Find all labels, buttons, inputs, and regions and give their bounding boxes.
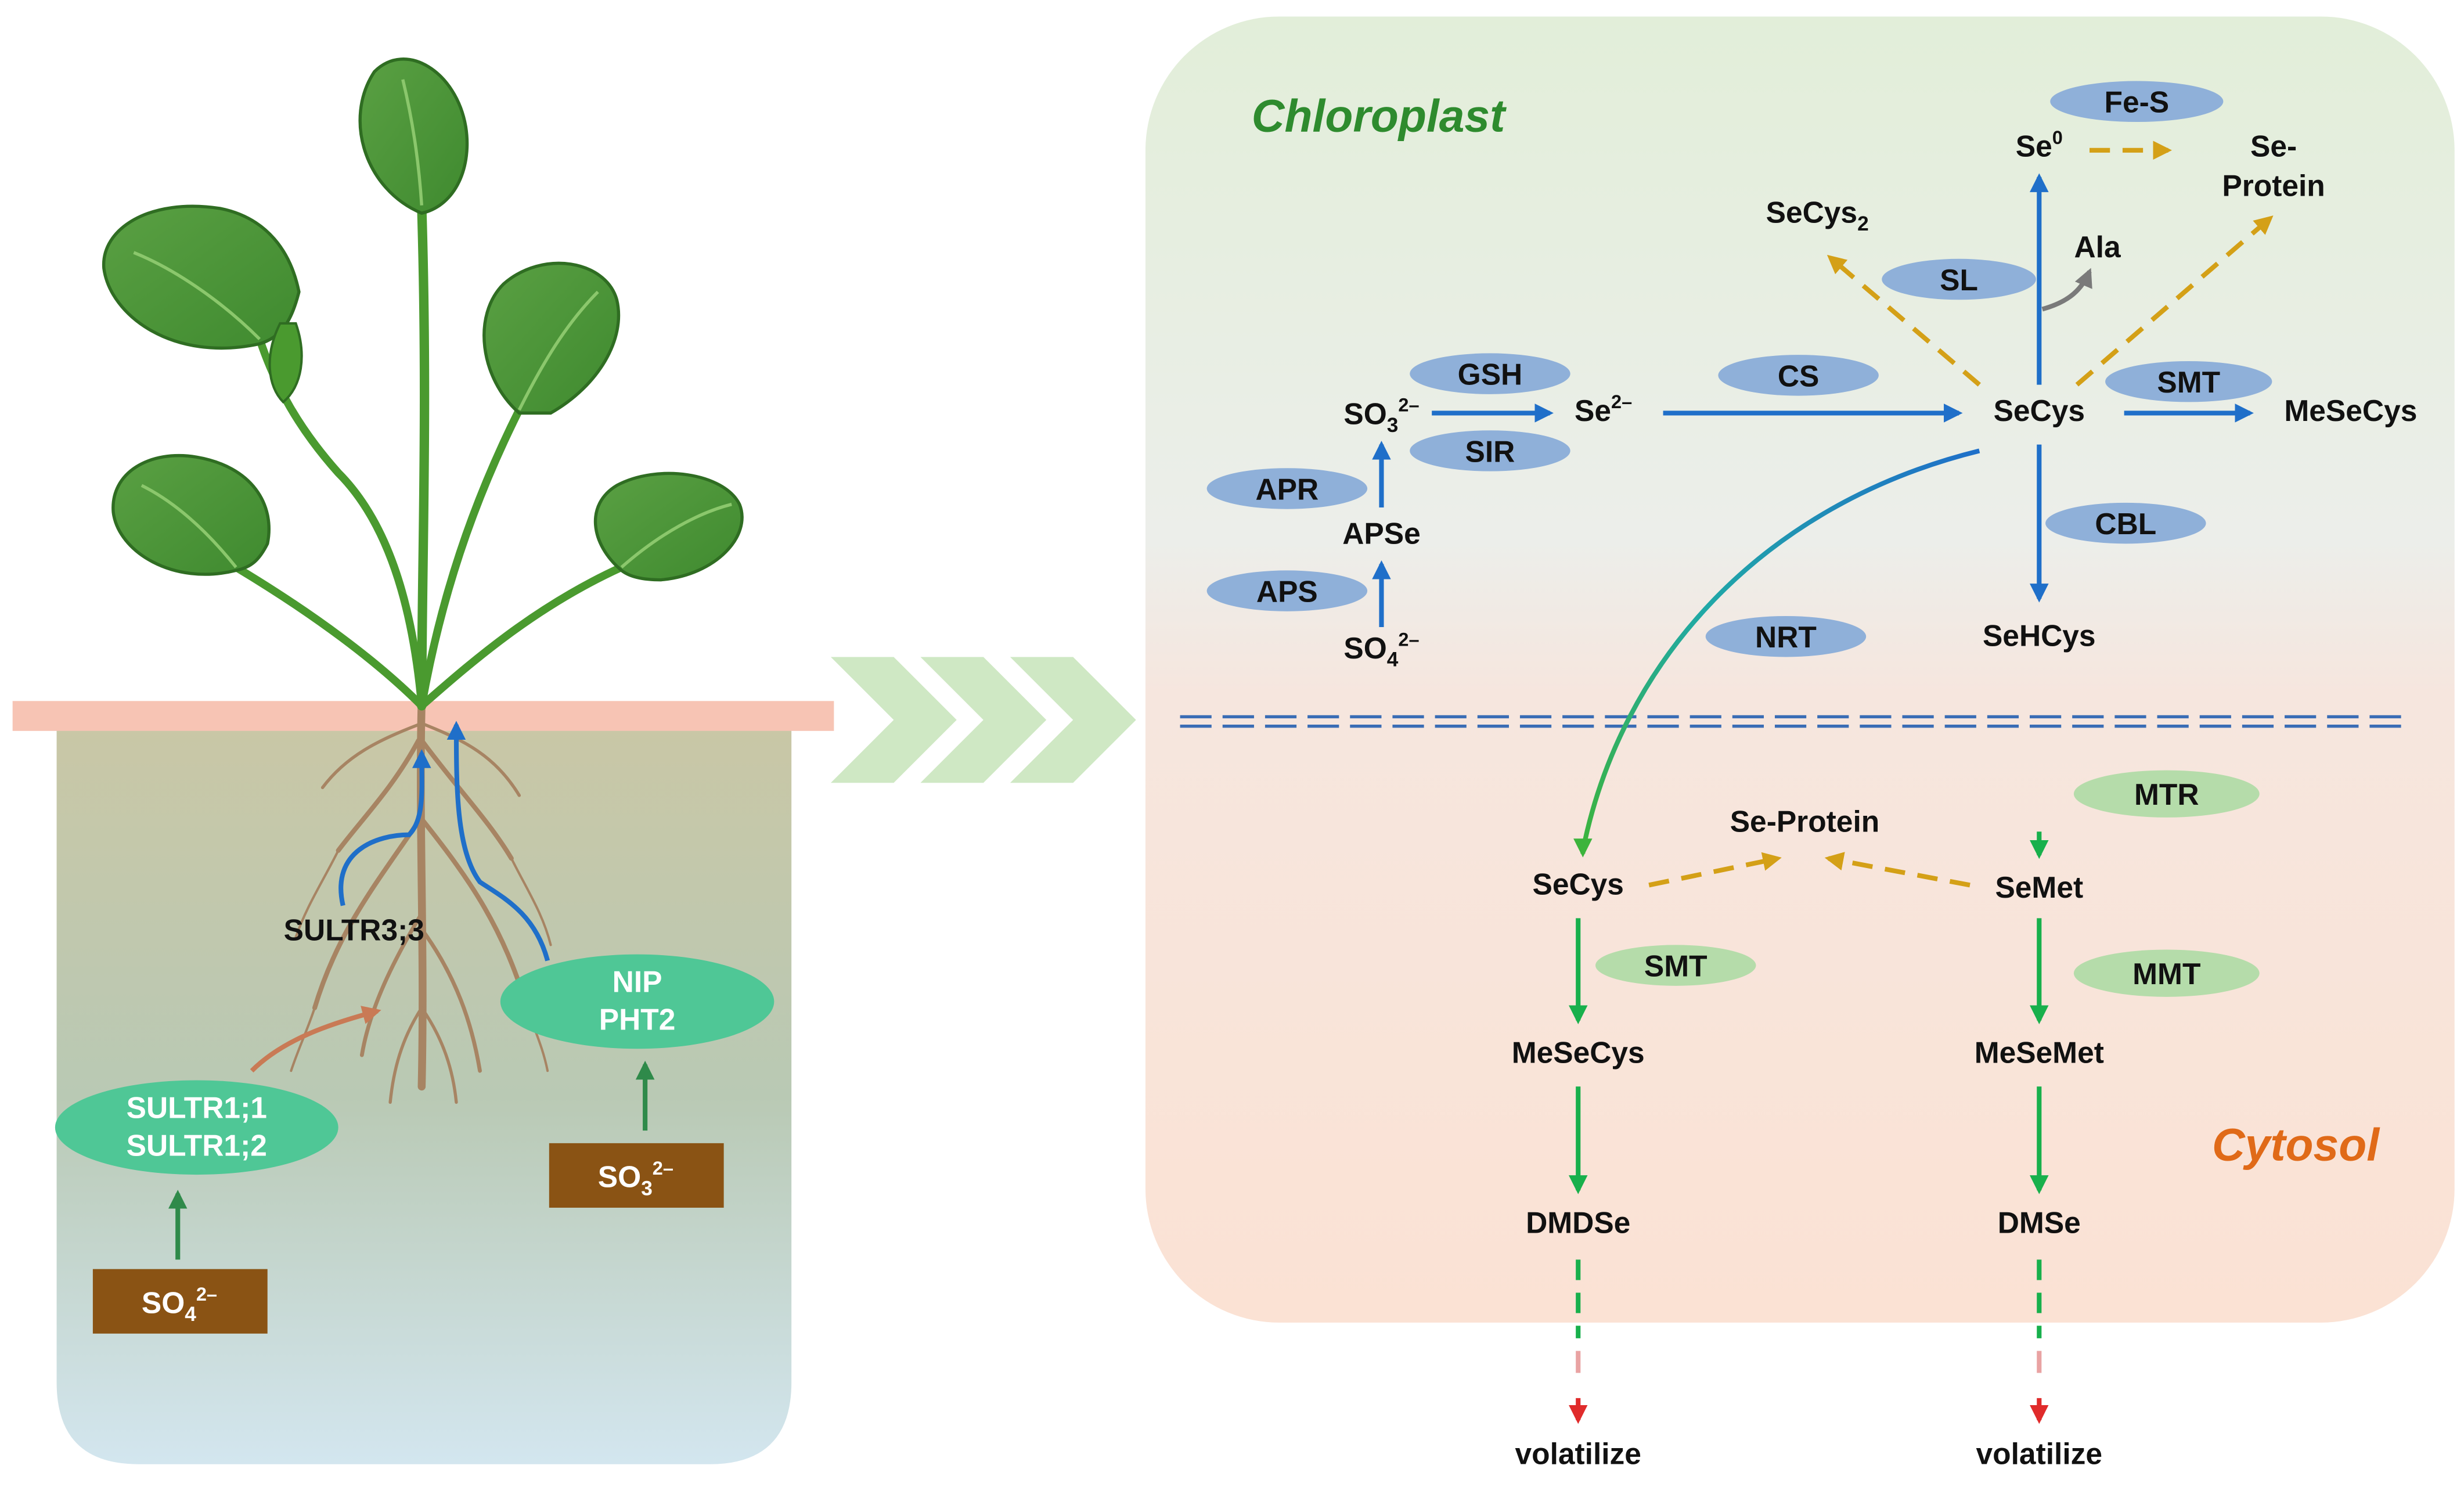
- soil-so3-box: SO32–: [549, 1143, 724, 1208]
- sultr1-label-1: SULTR1;1: [127, 1091, 267, 1125]
- enzyme-mtr: MTR: [2073, 770, 2260, 818]
- se0-label: Se0: [2016, 127, 2063, 163]
- membrane-line: [1180, 715, 2408, 728]
- enzyme-apr: APR: [1206, 468, 1368, 509]
- enzyme-smt-cytosol: SMT: [1595, 945, 1756, 986]
- apse-label: APSe: [1342, 516, 1421, 550]
- svg-text:SMT: SMT: [2157, 365, 2220, 399]
- volatilize-right-label: volatilize: [1976, 1437, 2102, 1471]
- svg-text:GSH: GSH: [1458, 358, 1523, 391]
- so3-label: SO32–: [1343, 395, 1419, 437]
- sultr33-label: SULTR3;3: [284, 913, 424, 946]
- pht2-label: PHT2: [599, 1003, 676, 1036]
- enzyme-nrt: NRT: [1705, 615, 1867, 657]
- secys-chloroplast-label: SeCys: [1994, 394, 2085, 427]
- svg-text:Fe-S: Fe-S: [2105, 85, 2170, 119]
- soil-so4-box: SO42–: [92, 1269, 268, 1334]
- mesecys-cytosol-label: MeSeCys: [1512, 1036, 1645, 1070]
- sehcys-label: SeHCys: [1983, 618, 2096, 652]
- semet-label: SeMet: [1995, 870, 2083, 904]
- nip-label: NIP: [613, 965, 662, 999]
- se-protein-label-1: Se-: [2250, 129, 2297, 163]
- svg-text:CBL: CBL: [2095, 507, 2156, 541]
- svg-text:SO42–: SO42–: [142, 1284, 217, 1326]
- sultr1-transporter: SULTR1;1 SULTR1;2: [55, 1080, 338, 1175]
- sultr1-label-2: SULTR1;2: [127, 1129, 267, 1162]
- so4-label: SO42–: [1343, 629, 1419, 671]
- metabolite-labels: Se0 Se- Protein SeCys2 Ala SO32– Se2– Se…: [1342, 127, 2417, 1471]
- enzyme-sl: SL: [1882, 258, 2036, 300]
- nip-pht2-transporter: NIP PHT2: [500, 954, 774, 1049]
- chloroplast-label: Chloroplast: [1252, 90, 1507, 141]
- dmdse-label: DMDSe: [1526, 1205, 1630, 1239]
- svg-text:MMT: MMT: [2132, 957, 2200, 991]
- secys-cytosol-label: SeCys: [1533, 867, 1624, 901]
- cell-panel: [1145, 16, 2455, 1323]
- mesemet-label: MeSeMet: [1975, 1036, 2104, 1070]
- enzyme-cs: CS: [1718, 355, 1879, 396]
- root-transport-arrows: [168, 721, 655, 1260]
- mesecys-chloroplast-label: MeSeCys: [2284, 394, 2417, 427]
- enzyme-smt-chloroplast: SMT: [2105, 361, 2272, 402]
- chevron-right-icon: [830, 657, 1136, 783]
- dashed-pathway-arrows: [1576, 141, 2274, 1338]
- dmse-label: DMSe: [1998, 1205, 2081, 1239]
- enzyme-aps: APS: [1206, 570, 1368, 611]
- svg-text:MTR: MTR: [2134, 777, 2199, 811]
- secys2-label: SeCys2: [1766, 195, 1869, 235]
- svg-text:SMT: SMT: [1644, 949, 1707, 983]
- svg-text:CS: CS: [1778, 359, 1820, 393]
- enzyme-cbl: CBL: [2045, 502, 2206, 544]
- enzyme-fes: Fe-S: [2050, 81, 2224, 123]
- svg-text:SO32–: SO32–: [598, 1158, 673, 1200]
- se2-label: Se2–: [1575, 391, 1632, 427]
- svg-text:SL: SL: [1940, 263, 1978, 297]
- volatilize-arrows: [1568, 1351, 2049, 1424]
- ala-label: Ala: [2074, 230, 2120, 264]
- roots: [290, 697, 552, 1104]
- enzyme-sir: SIR: [1410, 430, 1570, 471]
- cytosol-label: Cytosol: [2212, 1119, 2380, 1171]
- svg-text:APS: APS: [1256, 575, 1318, 609]
- svg-text:NRT: NRT: [1755, 620, 1817, 654]
- enzyme-mmt: MMT: [2073, 949, 2260, 997]
- pathway-arrows: [1372, 173, 2254, 1194]
- se-protein-cytosol-label: Se-Protein: [1730, 804, 1879, 838]
- volatilize-left-label: volatilize: [1515, 1437, 1641, 1471]
- se-protein-label-2: Protein: [2222, 168, 2325, 202]
- svg-text:APR: APR: [1256, 472, 1319, 506]
- plant-icon: [102, 57, 744, 711]
- enzyme-gsh: GSH: [1410, 353, 1570, 394]
- svg-text:SIR: SIR: [1465, 434, 1515, 468]
